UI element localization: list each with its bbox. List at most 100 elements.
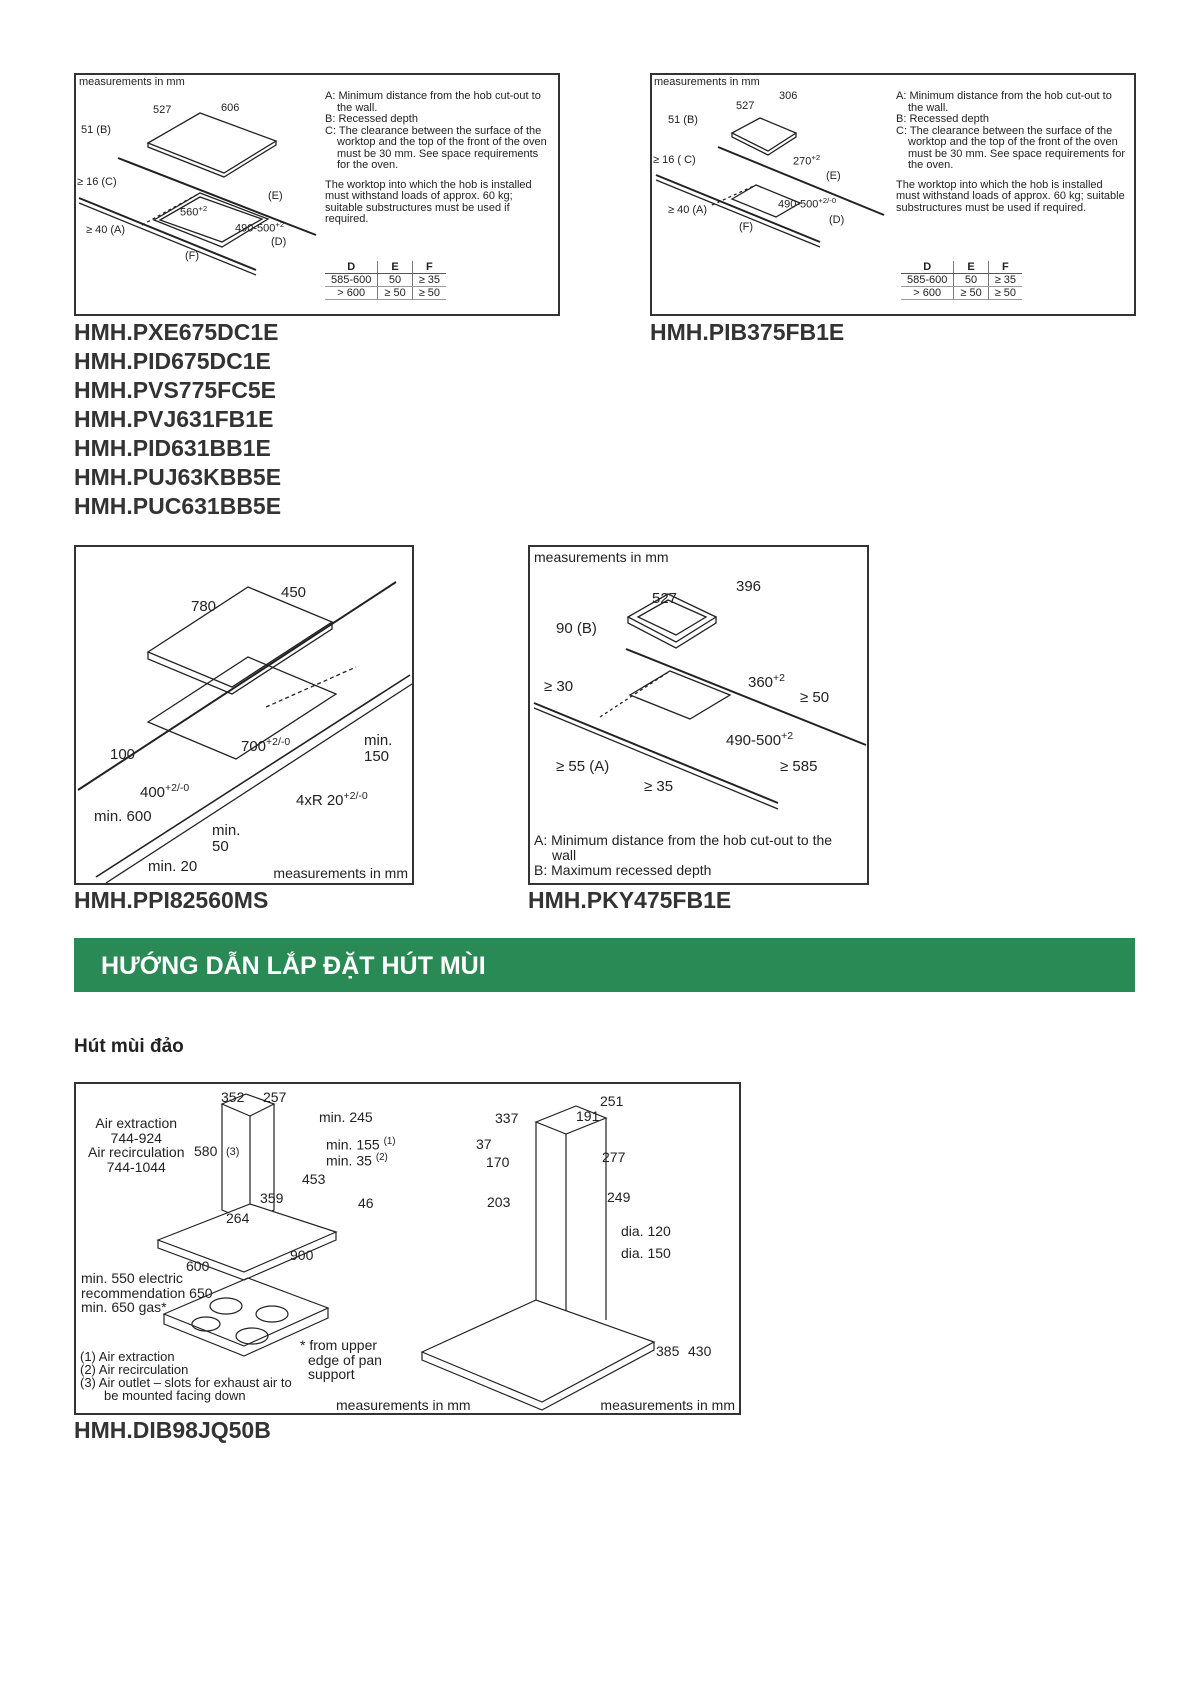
cell: ≥ 35 [987, 273, 1023, 287]
value: 4xR 20 [296, 792, 344, 809]
value: 50 [212, 837, 229, 855]
dim-dia120: dia. 120 [621, 1223, 671, 1239]
header-d: D [901, 261, 954, 274]
tolerance: +2/-0 [165, 782, 190, 794]
value: min. 35 [326, 1152, 372, 1169]
legend: A: Minimum distance from the hob cut-out… [896, 90, 1126, 214]
dim-cutout-depth: 490-500+2/-0 [778, 196, 836, 211]
dim-min600: min. 600 [94, 808, 152, 825]
table-row: > 600≥ 50≥ 50 [901, 286, 1023, 300]
legend-item: (3) Air outlet – slots for exhaust air t… [80, 1375, 292, 1403]
hob-drawing [533, 593, 867, 810]
hob-drawing [655, 117, 885, 248]
section-banner: HƯỚNG DẪN LẮP ĐẶT HÚT MÙI [74, 938, 1135, 992]
model-name: HMH.PUJ63KBB5E [74, 464, 282, 490]
legend-b: B: Maximum recessed depth [534, 862, 712, 878]
dim-585: ≥ 585 [780, 758, 818, 775]
text: recommendation 650 [81, 1284, 213, 1301]
dim-e: (E) [268, 190, 283, 202]
legend-item: (1) Air extraction [80, 1349, 175, 1364]
model-name: HMH.DIB98JQ50B [74, 1417, 271, 1443]
model-name: HMH.PVS775FC5E [74, 377, 276, 403]
text: min. 650 gas* [81, 1299, 167, 1316]
subsection-title: Hút mùi đảo [74, 1036, 184, 1057]
tolerance: +2/-0 [343, 790, 368, 802]
dim-527: 527 [153, 104, 172, 116]
legend-a: A: Minimum distance from the hob cut-out… [896, 90, 1112, 114]
tolerance: +2 [781, 730, 794, 742]
model-name: HMH.PVJ631FB1E [74, 406, 274, 432]
hood-legend: (1) Air extraction (2) Air recirculation… [80, 1350, 300, 1402]
text: * from upper [300, 1337, 378, 1353]
dim-30: ≥ 30 [544, 678, 574, 695]
dim-dia150: dia. 150 [621, 1245, 671, 1261]
tolerance: +2 [811, 153, 821, 162]
dim-100: 100 [110, 746, 136, 763]
dim-900: 900 [290, 1247, 314, 1263]
legend-b: B: Recessed depth [325, 113, 418, 125]
dim-527: 527 [652, 590, 678, 607]
dim-580: 580 [194, 1143, 218, 1159]
dim-352: 352 [221, 1089, 245, 1105]
dim-385: 385 [656, 1343, 680, 1359]
measurements-label: measurements in mm [600, 1397, 735, 1413]
header-d: D [325, 261, 378, 274]
dim-min150: min.150 [364, 733, 392, 765]
legend: A: Minimum distance from the hob cut-out… [534, 833, 854, 878]
legend-b: B: Recessed depth [896, 113, 989, 125]
header-e: E [953, 261, 989, 274]
cell: 585-600 [901, 273, 954, 287]
dim-cutout-width: 560+2 [180, 204, 207, 219]
dim-337: 337 [495, 1110, 519, 1126]
legend-c: C: The clearance between the surface of … [325, 124, 547, 171]
tolerance: +2/-0 [266, 736, 291, 748]
legend-note: The worktop into which the hob is instal… [896, 178, 1125, 214]
dim-35: ≥ 35 [644, 778, 674, 795]
air-extraction-label: Air extraction [95, 1115, 178, 1131]
cell: 50 [377, 273, 413, 287]
dim-606: 606 [221, 102, 240, 114]
tolerance: +2 [275, 220, 285, 229]
text: min. 550 electric [81, 1270, 183, 1286]
note: (1) [383, 1136, 396, 1147]
model-name: HMH.PID631BB1E [74, 435, 271, 461]
model-name: HMH.PUC631BB5E [74, 493, 282, 519]
dim-d: (D) [829, 214, 845, 226]
cell: ≥ 50 [953, 286, 989, 300]
dim-b: 51 (B) [668, 114, 698, 126]
dim-cutout-360: 360+2 [748, 672, 785, 691]
model-list-1: HMH.PXE675DC1E HMH.PID675DC1E HMH.PVS775… [74, 318, 281, 521]
dim-430: 430 [688, 1343, 712, 1359]
header-f: F [987, 261, 1023, 274]
air-recirculation-range: 744-1044 [106, 1159, 166, 1176]
hood-drawing [156, 1093, 656, 1411]
value: 490-500 [235, 222, 276, 235]
model-name: HMH.PXE675DC1E [74, 319, 279, 345]
dim-cutout-400: 400+2/-0 [140, 782, 190, 801]
air-extraction-range: 744-924 [110, 1129, 162, 1146]
hob-diagram-3: 780 450 100 700+2/-0 min.150 400+2/-0 4x… [74, 545, 414, 885]
legend-a: A: Minimum distance from the hob cut-out… [325, 90, 541, 114]
value: min. [364, 732, 393, 749]
cell: ≥ 35 [411, 273, 447, 287]
dim-f: (F) [185, 250, 200, 262]
value: min. [212, 822, 241, 839]
dim-e: (E) [826, 170, 841, 182]
value: 150 [364, 747, 390, 765]
value: 360 [748, 674, 774, 691]
text: support [308, 1366, 355, 1383]
dim-37: 37 [476, 1136, 492, 1152]
text: edge of pan [308, 1351, 382, 1368]
cell: ≥ 50 [987, 286, 1023, 300]
hob-drawing [78, 112, 317, 276]
measurements-label: measurements in mm [534, 549, 669, 565]
dim-170: 170 [486, 1154, 510, 1170]
dim-306: 306 [779, 90, 798, 102]
section-title: HƯỚNG DẪN LẮP ĐẶT HÚT MÙI [101, 952, 486, 980]
header-f: F [411, 261, 447, 274]
dim-251: 251 [600, 1093, 624, 1109]
dim-d: (D) [271, 236, 287, 248]
footnote: * from upper edge of pan support [300, 1338, 382, 1382]
